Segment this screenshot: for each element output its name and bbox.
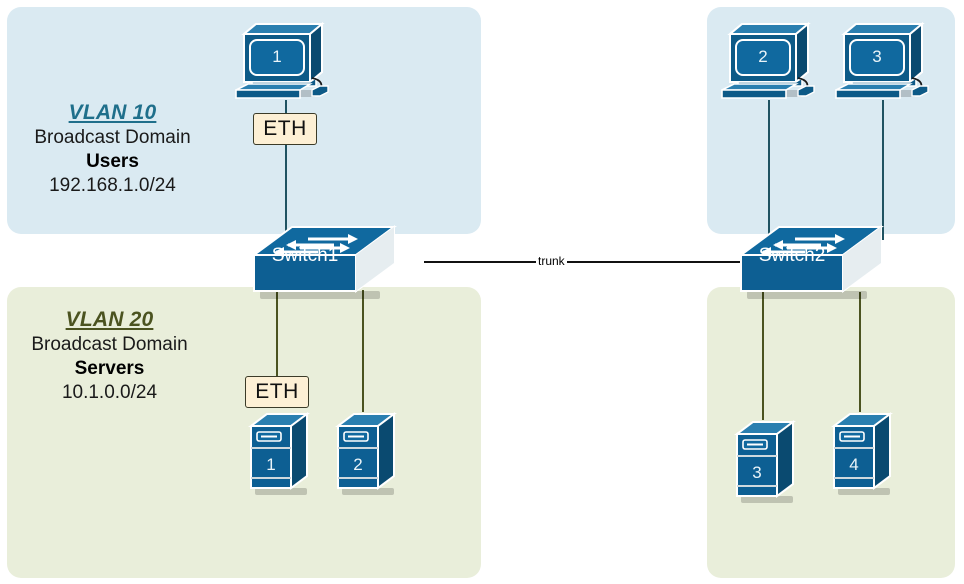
link-pc2-switch2 [768,100,770,240]
vlan20-zone-left [7,287,481,578]
vlan10-text-block: VLAN 10 Broadcast Domain Users 192.168.1… [10,100,215,198]
server2-icon[interactable]: 2 [332,408,404,500]
server3-icon[interactable]: 3 [731,416,803,508]
link-switch2-server4 [859,292,861,412]
link-switch1-server1 [276,290,278,378]
link-switch2-server3 [762,292,764,420]
link-trunk [424,261,740,263]
server1-icon[interactable]: 1 [245,408,317,500]
pc1-icon[interactable]: 1 [226,20,336,108]
eth-tag-server1[interactable]: ETH [245,376,309,408]
pc3-icon[interactable]: 3 [826,20,936,108]
switch1-icon[interactable]: Switch1 [246,221,406,303]
vlan10-title: VLAN 10 [68,101,157,124]
switch2-icon[interactable]: Switch2 [733,221,893,303]
link-pc1-eth [285,100,287,118]
vlan20-text-block: VLAN 20 Broadcast Domain Servers 10.1.0.… [7,307,212,405]
trunk-label: trunk [536,254,567,268]
vlan20-subtitle: Broadcast Domain [31,334,188,356]
vlan10-subtitle: Broadcast Domain [34,127,191,149]
vlan20-title: VLAN 20 [65,308,154,331]
vlan10-role: Users [86,151,139,173]
link-eth-switch1 [285,142,287,242]
link-switch1-server2 [362,290,364,412]
link-pc3-switch2 [882,100,884,240]
eth-tag-pc1[interactable]: ETH [253,113,317,145]
pc2-icon[interactable]: 2 [712,20,822,108]
server4-icon[interactable]: 4 [828,408,900,500]
vlan20-role: Servers [74,358,145,380]
vlan10-network: 192.168.1.0/24 [49,175,176,197]
vlan20-network: 10.1.0.0/24 [61,382,158,404]
